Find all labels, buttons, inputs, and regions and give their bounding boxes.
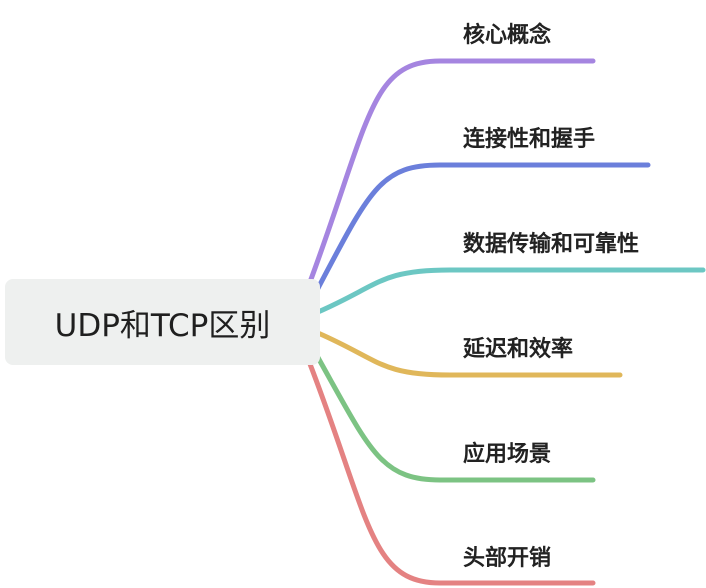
branch-node-data-transfer-reliability[interactable]: 数据传输和可靠性 xyxy=(463,232,640,257)
branch-connector-2 xyxy=(315,267,706,315)
root-node[interactable]: UDP和TCP区别 xyxy=(5,279,320,365)
root-node-label: UDP和TCP区别 xyxy=(54,307,271,344)
branch-connector-4 xyxy=(313,351,596,483)
branch-connector-3 xyxy=(315,330,623,378)
branch-connector-0 xyxy=(307,58,596,285)
branch-connector-5 xyxy=(307,361,596,586)
branch-node-connection-handshake[interactable]: 连接性和握手 xyxy=(463,127,596,152)
branch-connector-1 xyxy=(313,162,651,295)
branch-node-core-concepts[interactable]: 核心概念 xyxy=(463,23,552,48)
branch-node-use-cases[interactable]: 应用场景 xyxy=(463,442,552,467)
branch-node-header-overhead[interactable]: 头部开销 xyxy=(463,546,552,571)
branch-node-latency-efficiency[interactable]: 延迟和效率 xyxy=(463,337,574,362)
